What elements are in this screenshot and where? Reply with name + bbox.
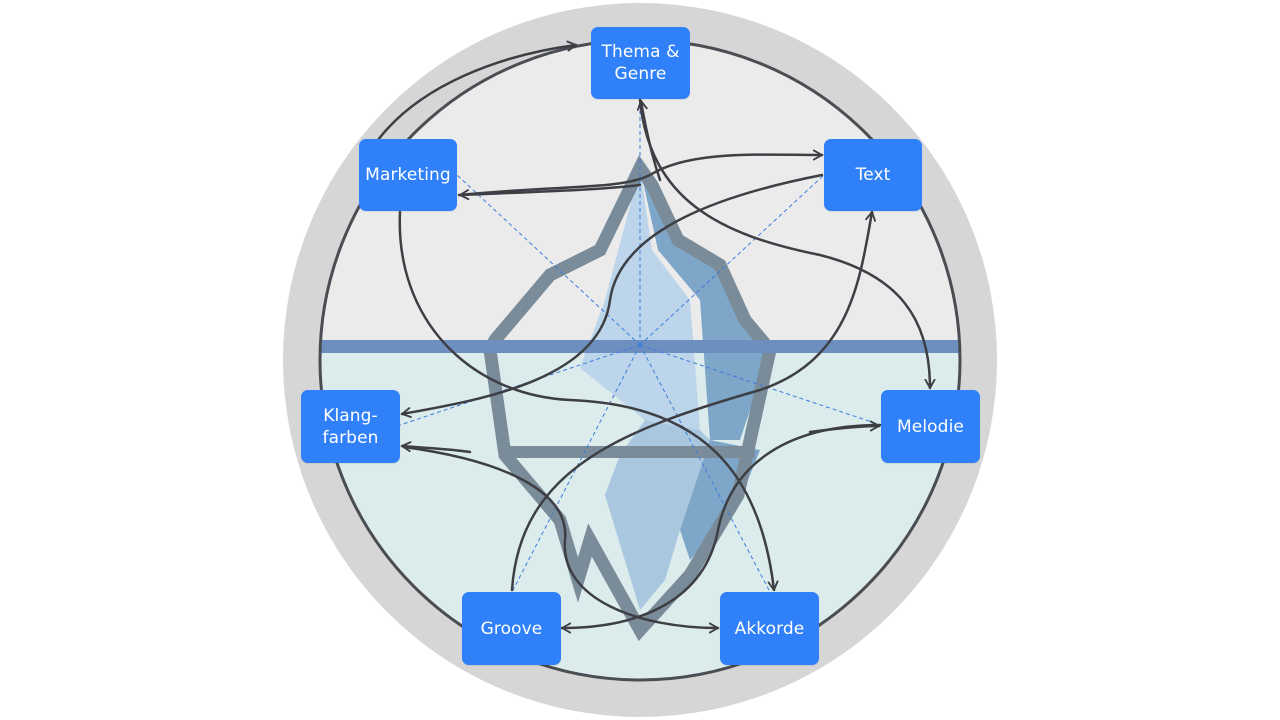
node-thema-genre[interactable]: Thema & Genre — [591, 27, 690, 99]
node-klangfarben-label: Klang- farben — [322, 405, 379, 448]
waterline — [320, 340, 960, 353]
iceberg — [483, 155, 778, 642]
arrow-to-klangfarben — [400, 441, 472, 454]
arrow-text-to-klangfarben — [400, 173, 824, 418]
node-akkorde-label: Akkorde — [734, 618, 805, 639]
arrow-klangfarben-to-akkorde — [402, 445, 720, 634]
node-klangfarben[interactable]: Klang- farben — [301, 390, 400, 463]
node-groove-label: Groove — [480, 618, 543, 639]
node-text-label: Text — [855, 165, 891, 185]
arrow-marketing-to-text — [457, 149, 824, 197]
node-thema-genre-label: Thema & Genre — [601, 42, 680, 84]
node-melodie[interactable]: Melodie — [881, 390, 980, 463]
iceberg-outline — [483, 155, 778, 642]
arrow-to-melodie — [808, 420, 881, 434]
arrow-thema-to-melodie — [638, 98, 936, 390]
node-marketing[interactable]: Marketing — [359, 139, 457, 211]
arrow-melodie-to-groove — [560, 423, 882, 634]
node-marketing-label: Marketing — [365, 165, 451, 185]
connectors — [376, 40, 936, 634]
iceberg-mid-facet — [605, 420, 710, 610]
arrow-text-to-marketing — [458, 183, 642, 201]
arrow-groove-to-text — [510, 210, 876, 592]
arrow-marketing-to-akkorde — [398, 210, 779, 592]
node-groove[interactable]: Groove — [462, 592, 561, 665]
node-melodie-label: Melodie — [897, 416, 964, 437]
arrow-marketing-to-thema — [376, 40, 578, 142]
node-akkorde[interactable]: Akkorde — [720, 592, 819, 665]
node-text[interactable]: Text — [824, 139, 922, 211]
